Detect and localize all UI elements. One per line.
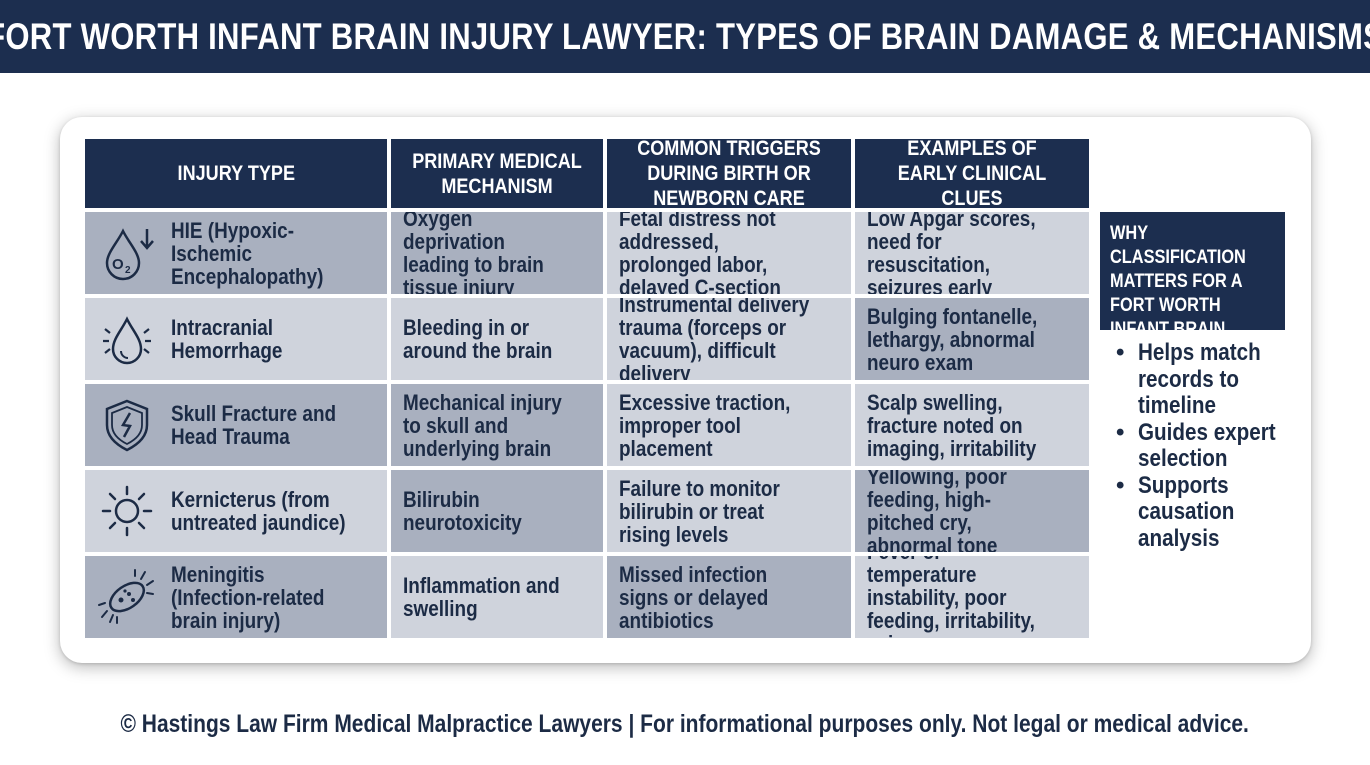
table-row-5-type: Meningitis (Infection-related brain inju… — [85, 556, 387, 638]
footer-disclaimer: © Hastings Law Firm Medical Malpractice … — [120, 710, 1250, 738]
list-item: • Supports causation analysis — [1116, 471, 1235, 552]
table-row-2-clues: Bulging fontanelle, lethargy, abnormal n… — [855, 298, 1089, 380]
table-row-3-mechanism: Mechanical injury to skull and underlyin… — [391, 384, 603, 466]
callout-title: WHY CLASSIFICATION MATTERS FOR A FORT WO… — [1110, 223, 1246, 330]
table-row-5-mechanism: Inflammation and swelling — [391, 556, 603, 638]
list-item: • Helps match records to timeline — [1116, 339, 1261, 419]
table-row-1-type: O 2 HIE (Hypoxic-Ischemic Encephalopathy… — [85, 212, 387, 294]
injury-type-label: Skull Fracture and Head Trauma — [171, 401, 337, 449]
classification-benefits-list: • Helps match records to timeline • Guid… — [1112, 339, 1302, 552]
header-clinical-clues: EXAMPLES OF EARLY CLINICAL CLUES — [855, 139, 1089, 208]
injury-type-label: Intracranial Hemorrhage — [171, 315, 283, 363]
cracked-shield-icon — [97, 395, 157, 455]
oxygen-drop-icon: O 2 — [97, 223, 157, 283]
svg-text:2: 2 — [125, 265, 131, 276]
sun-icon — [97, 481, 157, 541]
svg-text:O: O — [112, 256, 124, 273]
table-row-4-mechanism: Bilirubin neurotoxicity — [391, 470, 603, 552]
table-row-3-type: Skull Fracture and Head Trauma — [85, 384, 387, 466]
table-row-2-triggers: Instrumental delivery trauma (forceps or… — [607, 298, 851, 380]
table-row-4-clues: Yellowing, poor feeding, high-pitched cr… — [855, 470, 1089, 552]
table-row-3-triggers: Excessive traction, improper tool placem… — [607, 384, 851, 466]
bacteria-icon — [97, 567, 157, 627]
bullet-icon: • — [1116, 418, 1125, 446]
injury-type-label: HIE (Hypoxic-Ischemic Encephalopathy) — [171, 217, 324, 289]
bullet-icon: • — [1116, 471, 1125, 499]
table-row-2-mechanism: Bleeding in or around the brain — [391, 298, 603, 380]
title-banner: FORT WORTH INFANT BRAIN INJURY LAWYER: T… — [0, 0, 1370, 73]
table-row-1-mechanism: Oxygen deprivation leading to brain tiss… — [391, 212, 603, 294]
table-row-1-clues: Low Apgar scores, need for resuscitation… — [855, 212, 1089, 294]
table-row-3-clues: Scalp swelling, fracture noted on imagin… — [855, 384, 1089, 466]
table-row-4-type: Kernicterus (from untreated jaundice) — [85, 470, 387, 552]
table-row-1-triggers: Fetal distress not addressed, prolonged … — [607, 212, 851, 294]
classification-callout: WHY CLASSIFICATION MATTERS FOR A FORT WO… — [1100, 212, 1285, 330]
header-injury-type: INJURY TYPE — [85, 139, 387, 208]
table-row-4-triggers: Failure to monitor bilirubin or treat ri… — [607, 470, 851, 552]
header-common-triggers: COMMON TRIGGERS DURING BIRTH OR NEWBORN … — [607, 139, 851, 208]
table-row-5-triggers: Missed infection signs or delayed antibi… — [607, 556, 851, 638]
header-medical-mechanism: PRIMARY MEDICAL MECHANISM — [391, 139, 603, 208]
list-item: • Guides expert selection — [1116, 418, 1276, 472]
injury-type-label: Meningitis (Infection-related brain inju… — [171, 561, 325, 633]
injury-type-label: Kernicterus (from untreated jaundice) — [171, 487, 346, 535]
bullet-icon: • — [1116, 339, 1125, 366]
table-row-5-clues: Fever or temperature instability, poor f… — [855, 556, 1089, 638]
table-row-2-type: Intracranial Hemorrhage — [85, 298, 387, 380]
page-title: FORT WORTH INFANT BRAIN INJURY LAWYER: T… — [0, 15, 1370, 57]
blood-drop-icon — [97, 309, 157, 369]
